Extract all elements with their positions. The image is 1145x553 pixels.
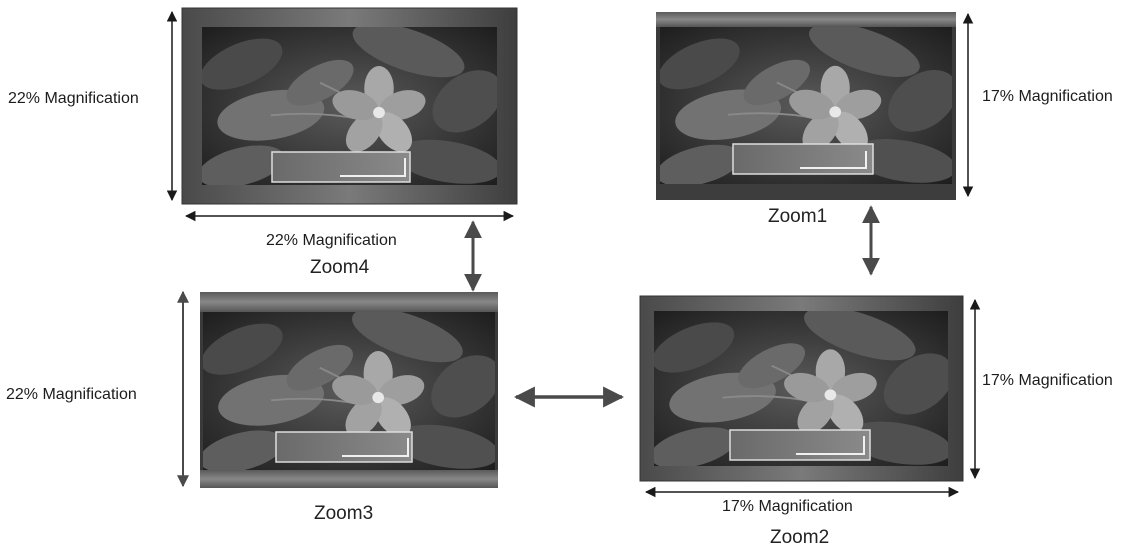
- osd-box-icon: [275, 431, 413, 463]
- zoom2-caption: Zoom2: [770, 527, 830, 548]
- zoom3-vertical-label: 22% Magnification: [6, 386, 137, 403]
- zoom2-vertical-label: 17% Magnification: [982, 372, 1113, 389]
- osd-box-icon: [729, 429, 871, 461]
- zoom2-horizontal-label: 17% Magnification: [722, 498, 853, 515]
- zoom3-caption: Zoom3: [314, 503, 374, 524]
- zoom2-panel: [639, 295, 964, 482]
- zoom4-vertical-label: 22% Magnification: [8, 90, 139, 107]
- osd-box-icon: [271, 151, 411, 183]
- zoom3-panel: [200, 292, 498, 488]
- osd-box-icon: [732, 143, 874, 175]
- zoom1-panel: [656, 12, 956, 200]
- zoom4-panel: [181, 7, 518, 205]
- zoom1-caption: Zoom1: [768, 206, 828, 227]
- zoom4-horizontal-label: 22% Magnification: [266, 232, 397, 249]
- zoom4-caption: Zoom4: [310, 257, 370, 278]
- zoom1-vertical-label: 17% Magnification: [982, 88, 1113, 105]
